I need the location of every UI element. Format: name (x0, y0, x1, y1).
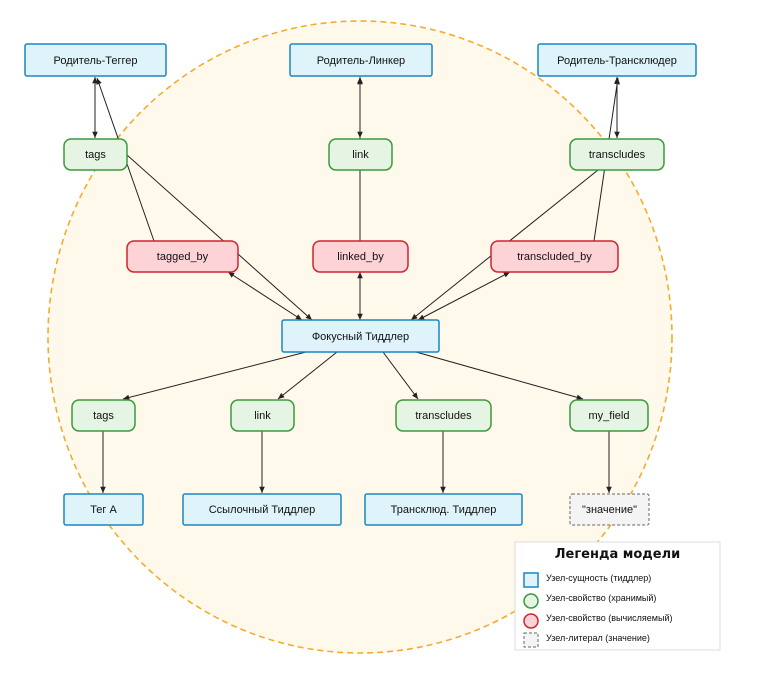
transcludes-bottom-label: transcludes (415, 410, 472, 422)
legend-entity-label: Узел-сущность (тиддлер) (546, 573, 651, 583)
tagged-by-node: tagged_by (126, 240, 239, 273)
edge-focus-my-field (415, 351, 584, 400)
transcluded-by-node: transcluded_by (490, 240, 619, 273)
linked-by-label: linked_by (337, 251, 384, 263)
legend-computed-swatch (523, 613, 539, 629)
transcludes-bottom-node: transcludes (395, 399, 492, 432)
edge-focus-tags-bottom (122, 351, 307, 401)
transcluded-tiddler-label: Трансклюд. Тиддлер (391, 504, 497, 516)
transcluded-tiddler-node: Трансклюд. Тиддлер (364, 493, 523, 526)
transcluded-by-label: transcluded_by (517, 251, 592, 263)
legend-entity-swatch (523, 572, 539, 588)
link-bottom-label: link (254, 410, 271, 422)
focus-label: Фокусный Тиддлер (312, 331, 409, 343)
legend-literal-swatch (523, 632, 539, 648)
value-literal-label: "значение" (582, 504, 637, 516)
legend-stored-swatch (523, 593, 539, 609)
edge-focus-transcludes-bottom (382, 351, 419, 400)
legend: Легенда модели Узел-сущность (тиддлер) У… (514, 541, 721, 651)
parent-linker-node: Родитель-Линкер (289, 43, 433, 77)
link-top-label: link (352, 149, 369, 161)
tag-a-label: Тег A (90, 504, 117, 516)
edge-focus-link-bottom (277, 351, 338, 400)
transcludes-top-node: transcludes (569, 138, 665, 171)
parent-transcluder-node: Родитель-Трансклюдер (537, 43, 697, 77)
legend-stored-label: Узел-свойство (хранимый) (546, 593, 656, 603)
linked-tiddler-node: Ссылочный Тиддлер (182, 493, 342, 526)
edge-focus-tagged-by (227, 271, 303, 321)
linked-by-node: linked_by (312, 240, 409, 273)
tags-bottom-node: tags (71, 399, 136, 432)
parent-linker-label: Родитель-Линкер (317, 55, 405, 67)
edge-focus-transcluded-by (417, 271, 511, 321)
link-top-node: link (328, 138, 393, 171)
link-bottom-node: link (230, 399, 295, 432)
my-field-node: my_field (569, 399, 649, 432)
value-literal-node: "значение" (569, 493, 650, 526)
legend-computed-label: Узел-свойство (вычисляемый) (546, 613, 673, 623)
legend-literal-label: Узел-литерал (значение) (546, 633, 650, 643)
edges (92, 77, 620, 493)
tags-top-label: tags (85, 149, 106, 161)
tag-a-node: Тег A (63, 493, 144, 526)
parent-tagger-node: Родитель-Теггер (24, 43, 167, 77)
parent-tagger-label: Родитель-Теггер (53, 55, 137, 67)
parent-transcluder-label: Родитель-Трансклюдер (557, 55, 677, 67)
tagged-by-label: tagged_by (157, 251, 209, 263)
tags-bottom-label: tags (93, 410, 114, 422)
linked-tiddler-label: Ссылочный Тиддлер (209, 504, 316, 516)
focus-node: Фокусный Тиддлер (281, 319, 440, 353)
transcludes-top-label: transcludes (589, 149, 646, 161)
my-field-label: my_field (589, 410, 630, 422)
tags-top-node: tags (63, 138, 128, 171)
legend-title: Легенда модели (555, 547, 681, 562)
